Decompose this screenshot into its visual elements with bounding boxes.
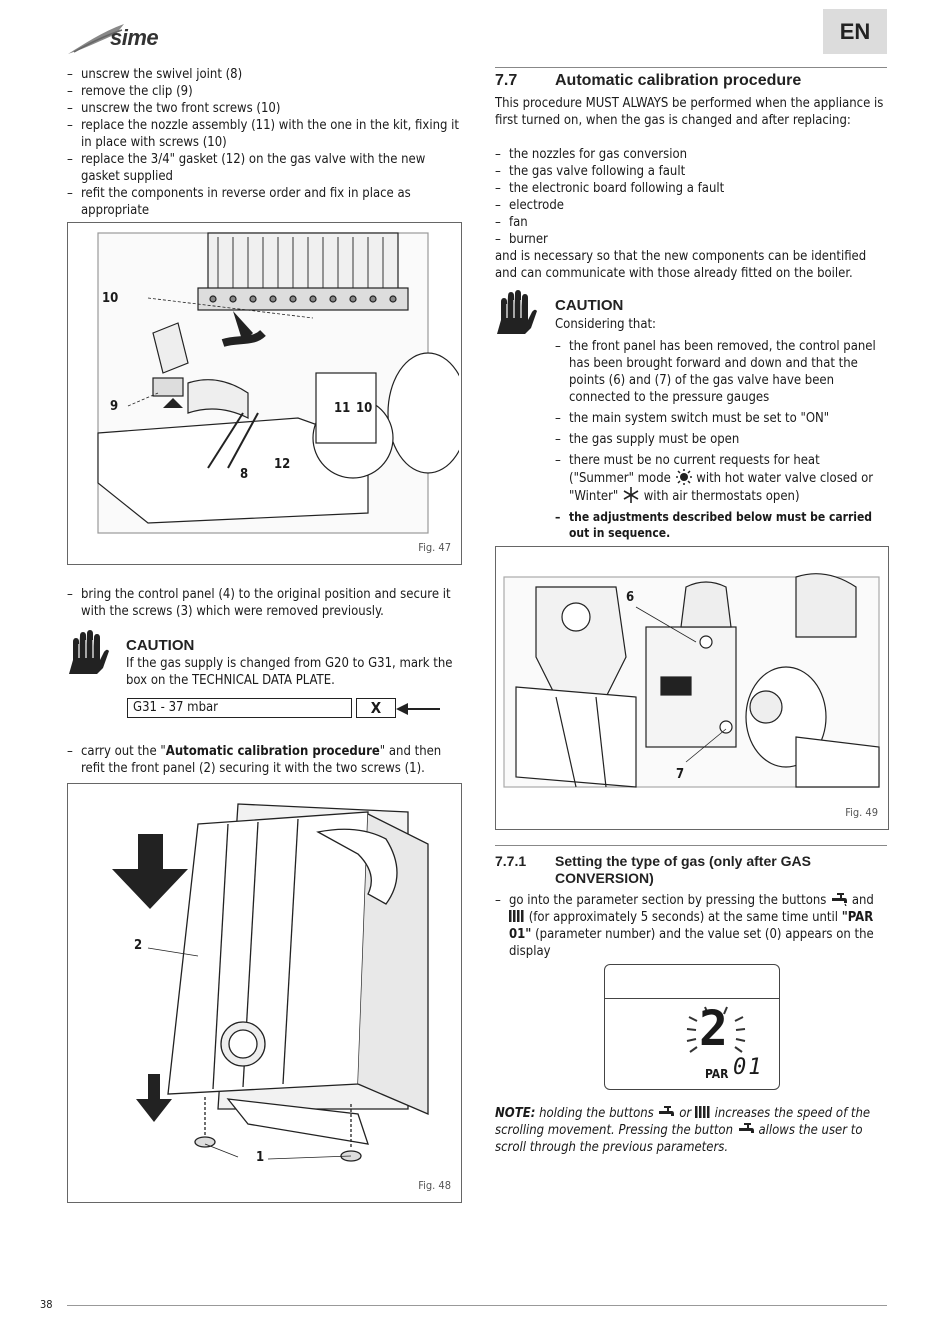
footer-divider — [67, 1305, 887, 1306]
list-item: carry out the "Automatic calibration pro… — [67, 743, 460, 777]
outro-paragraph: and is necessary so that the new compone… — [495, 249, 867, 281]
pressure-points-illustration — [503, 573, 880, 788]
lcd-blink-rays-icon — [686, 1006, 746, 1053]
radiator-icon — [509, 910, 524, 922]
note-paragraph: NOTE: holding the buttons or increases t… — [495, 1106, 871, 1155]
lcd-main-digit: 2 — [699, 1001, 728, 1057]
list-item: the nozzles for gas conversion — [495, 146, 887, 163]
figure-caption: Fig. 48 — [418, 1179, 451, 1192]
caution-lead: Considering that: — [555, 317, 657, 332]
radiator-icon — [694, 1106, 710, 1118]
list-item: unscrew the swivel joint (8) — [67, 66, 460, 83]
logo-swoosh-icon — [68, 24, 124, 54]
lcd-par-label: PAR — [705, 1067, 729, 1081]
figure-49: 6 7 Fig. 49 — [495, 546, 889, 830]
list-item: bring the control panel (4) to the origi… — [67, 586, 460, 620]
fig48-label-2: 2 — [134, 938, 143, 953]
steps-list-2: bring the control panel (4) to the origi… — [67, 586, 460, 620]
list-item: the gas supply must be open — [555, 431, 887, 448]
brand-logo: sime — [66, 20, 196, 60]
list-item: the main system switch must be set to "O… — [555, 410, 887, 427]
front-panel-illustration — [112, 803, 429, 1162]
parameter-steps: go into the parameter section by pressin… — [495, 892, 887, 960]
hot-water-tap-icon — [738, 1123, 754, 1133]
list-item: electrode — [495, 197, 887, 214]
hot-water-tap-icon — [659, 1106, 675, 1116]
list-item: remove the clip (9) — [67, 83, 460, 100]
list-item: there must be no current requests for he… — [555, 452, 887, 505]
caution-title: CAUTION — [555, 297, 624, 314]
list-item: replace the 3/4" gasket (12) on the gas … — [67, 151, 460, 185]
brand-name: sime — [110, 25, 159, 50]
list-item: unscrew the two front screws (10) — [67, 100, 460, 117]
figure-caption: Fig. 49 — [845, 806, 878, 819]
steps-list-1: unscrew the swivel joint (8) remove the … — [67, 66, 460, 219]
arrow-left-icon — [396, 703, 440, 715]
language-badge: EN — [823, 9, 887, 54]
subsection-heading: 7.7.1 Setting the type of gas (only afte… — [495, 853, 811, 886]
intro-paragraph: This procedure MUST ALWAYS be performed … — [495, 96, 884, 128]
caution-hand-icon — [497, 290, 537, 334]
figure-48: 2 1 Fig. 48 — [67, 783, 462, 1203]
steps-list-3: carry out the "Automatic calibration pro… — [67, 743, 460, 777]
caution-text: If the gas supply is changed from G20 to… — [126, 656, 453, 688]
lcd-par-number: 01 — [733, 1055, 764, 1080]
figure-47: 10 9 11 10 12 8 Fig. 47 — [67, 222, 469, 565]
lcd-divider — [605, 998, 779, 999]
list-item: replace the nozzle assembly (11) with th… — [67, 117, 460, 151]
figure-caption: Fig. 47 — [418, 541, 451, 554]
fig49-label-7: 7 — [676, 767, 685, 782]
list-item: the front panel has been removed, the co… — [555, 338, 887, 406]
winter-snowflake-icon — [623, 487, 639, 503]
list-item: the adjustments described below must be … — [555, 509, 887, 541]
fig47-label-10a: 10 — [102, 291, 119, 306]
list-item: fan — [495, 214, 887, 231]
fig47-label-9: 9 — [110, 399, 119, 414]
lcd-display: 2 PAR 01 — [604, 964, 780, 1090]
list-item: burner — [495, 231, 887, 248]
list-item: go into the parameter section by pressin… — [495, 892, 887, 960]
page-number: 38 — [40, 1298, 53, 1311]
fig47-label-8: 8 — [240, 467, 249, 482]
caution-title: CAUTION — [126, 637, 195, 654]
replacement-list: the nozzles for gas conversion the gas v… — [495, 146, 887, 248]
summer-sun-icon — [675, 469, 692, 485]
hot-water-tap-icon — [832, 893, 848, 907]
data-plate-checkbox: X — [356, 698, 396, 718]
data-plate-label: G31 - 37 mbar — [127, 698, 352, 718]
list-item: the gas valve following a fault — [495, 163, 887, 180]
gas-valve-illustration — [97, 232, 469, 534]
fig47-label-12: 12 — [274, 457, 291, 472]
caution-hand-icon — [69, 630, 109, 674]
fig48-label-1: 1 — [256, 1150, 265, 1165]
section-divider — [495, 67, 887, 68]
subsection-divider — [495, 845, 887, 846]
fig47-label-11: 11 — [334, 401, 351, 416]
list-item: refit the components in reverse order an… — [67, 185, 460, 219]
fig47-label-10b: 10 — [356, 401, 373, 416]
fig49-label-6: 6 — [626, 590, 635, 605]
caution-conditions: the front panel has been removed, the co… — [555, 338, 887, 541]
list-item: the electronic board following a fault — [495, 180, 887, 197]
